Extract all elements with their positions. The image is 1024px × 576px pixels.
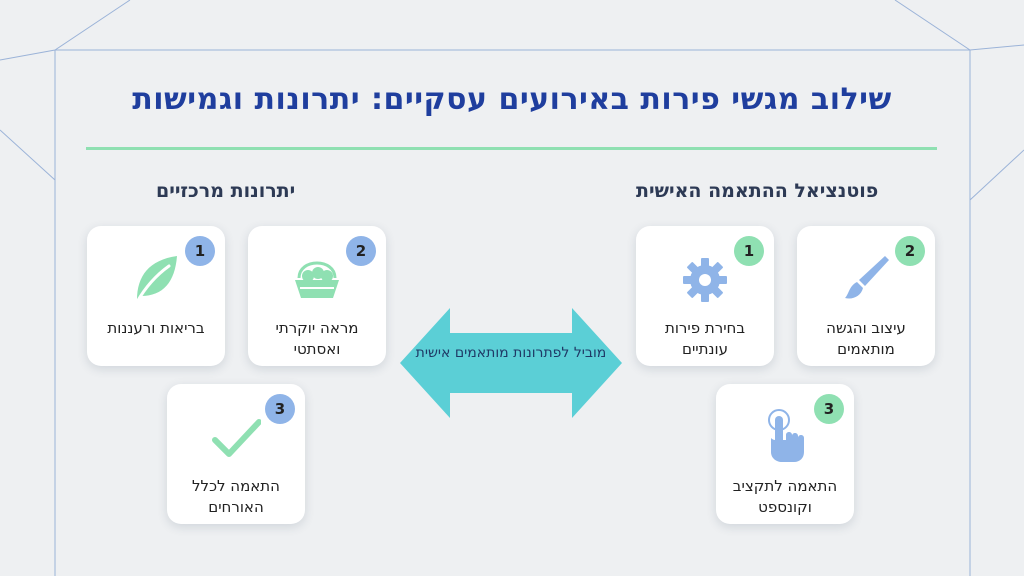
leaf-icon: [135, 256, 177, 304]
card-label: עיצוב והגשה מותאמים: [826, 319, 906, 358]
fruit-basket-icon: [295, 261, 339, 298]
double-arrow-icon: [400, 308, 622, 418]
card-number-badge: 1: [734, 236, 764, 266]
card-number-badge: 1: [185, 236, 215, 266]
left-section-heading: יתרונות מרכזיים: [156, 180, 296, 202]
title-divider: [86, 147, 937, 150]
right-card-2: 2 עיצוב והגשה מותאמים: [797, 226, 935, 366]
center-connector: מוביל לפתרונות מותאמים אישית: [400, 308, 622, 418]
left-card-2: 2 מראה יוקרתי ואסתטי: [248, 226, 386, 366]
card-number-badge: 3: [814, 394, 844, 424]
pointing-hand-icon: [768, 409, 804, 462]
right-section-heading: פוטנציאל ההתאמה האישית: [636, 180, 879, 202]
right-card-3: 3 התאמה לתקציב וקונספט: [716, 384, 854, 524]
card-label: התאמה לכלל האורחים: [192, 477, 280, 516]
checkmark-icon: [212, 419, 261, 457]
page-title: שילוב מגשי פירות באירועים עסקיים: יתרונו…: [132, 82, 892, 117]
card-label: בריאות ורעננות: [107, 319, 205, 337]
card-number-badge: 2: [895, 236, 925, 266]
card-number-badge: 3: [265, 394, 295, 424]
paintbrush-icon: [845, 256, 889, 299]
center-connector-text: מוביל לפתרונות מותאמים אישית: [415, 345, 607, 361]
left-card-3: 3 התאמה לכלל האורחים: [167, 384, 305, 524]
card-label: בחירת פירות עונתיים: [664, 319, 746, 358]
left-card-1: 1 בריאות ורעננות: [87, 226, 225, 366]
card-label: מראה יוקרתי ואסתטי: [275, 319, 359, 358]
right-card-1: 1 בחירת פירות עונתיים: [636, 226, 774, 366]
card-number-badge: 2: [346, 236, 376, 266]
gear-icon: [683, 258, 727, 302]
card-label: התאמה לתקציב וקונספט: [732, 477, 838, 516]
